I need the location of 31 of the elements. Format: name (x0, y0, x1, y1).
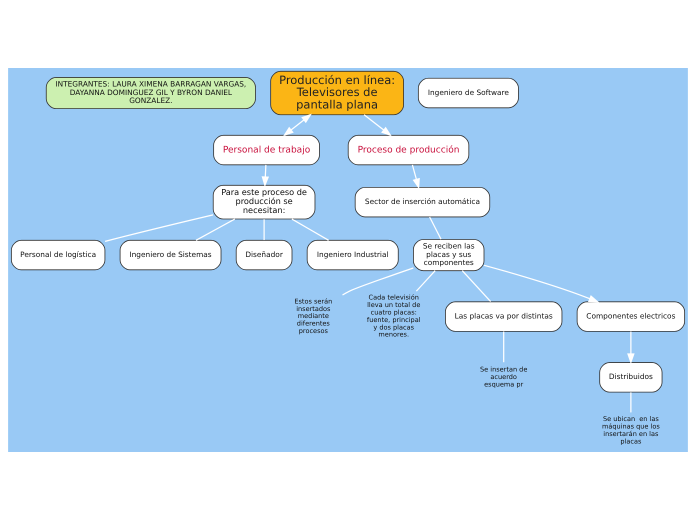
connector (292, 218, 329, 241)
connector (342, 267, 414, 296)
connector (196, 218, 236, 241)
connector (462, 270, 492, 302)
node-box: Ingeniero de Sistemas (120, 240, 222, 270)
node-box: Personal de trabajo (213, 134, 320, 166)
node-box: Distribuidos (599, 362, 662, 393)
connector (104, 214, 214, 242)
connector (503, 331, 504, 362)
arrow (412, 164, 420, 190)
connector (429, 216, 442, 240)
node-box: Para este proceso de producción se necesitan: (212, 184, 316, 220)
arrow (283, 114, 312, 136)
node-box: Ingeniero de Software (418, 78, 519, 108)
node-box: Las placas va por distintas (445, 301, 562, 332)
arrow (262, 164, 270, 188)
node-box: Personal de logística (10, 240, 106, 270)
node-box: Componentes electricos (576, 301, 686, 332)
node-box: Diseñador (236, 240, 292, 270)
connector (264, 219, 265, 240)
node-box: Sector de inserción automática (354, 186, 490, 218)
node-box: Ingeniero Industrial (306, 240, 399, 270)
connector (630, 392, 632, 412)
node-box: Producción en línea: Televisores de pantalla plana (270, 70, 404, 116)
connector (416, 270, 436, 292)
node-box: Proceso de producción (348, 134, 470, 166)
arrow (484, 264, 600, 302)
arrow (364, 114, 392, 136)
node-box: Se reciben las placas y sus componentes (413, 239, 484, 272)
arrow (627, 331, 635, 364)
node-box: INTEGRANTES: LAURA XIMENA BARRAGAN VARGAS, DAYANNA DOMINGUEZ GIL Y BYRON DANIEL GONZALEZ. (46, 77, 256, 110)
